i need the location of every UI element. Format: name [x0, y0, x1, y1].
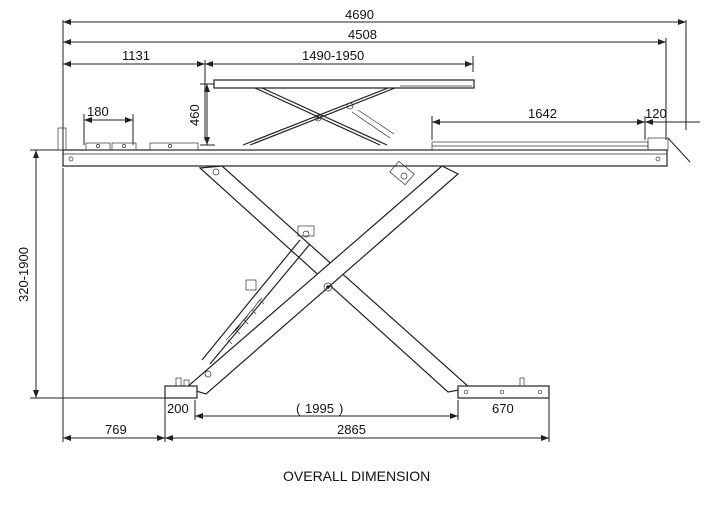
hydraulic-cylinder [201, 225, 315, 365]
dim-base-spacing-paren-close: ) [339, 401, 343, 416]
dim-ramp-length: 180 [87, 104, 109, 119]
dimension-labels: 4690 4508 1131 1490-1950 180 460 1642 12… [16, 7, 667, 437]
dim-lift-height-range: 320-1900 [16, 247, 31, 302]
base-feet [164, 377, 550, 399]
dim-end-ramp: 120 [645, 106, 667, 121]
diagram-caption: OVERALL DIMENSION [283, 468, 430, 484]
dimension-lines [30, 19, 700, 442]
dim-base-right-pad: 670 [492, 401, 514, 416]
dim-front-overhang: 769 [105, 422, 127, 437]
dim-base-spacing-paren-open: ( [296, 401, 301, 416]
dim-second-lift-height: 460 [187, 104, 202, 126]
main-platform [57, 127, 691, 167]
dim-base-length: 2865 [337, 422, 366, 437]
scissor-arms [184, 160, 472, 395]
dim-rail-length: 1642 [528, 106, 557, 121]
dim-base-spacing: 1995 [305, 401, 334, 416]
dim-platform-length: 4508 [348, 27, 377, 42]
dim-overall-length: 4690 [345, 7, 374, 22]
secondary-lift [213, 79, 475, 146]
dim-base-left-pad: 200 [167, 401, 189, 416]
dim-offset-second: 1131 [122, 48, 150, 63]
dim-second-lift-range: 1490-1950 [302, 48, 364, 63]
